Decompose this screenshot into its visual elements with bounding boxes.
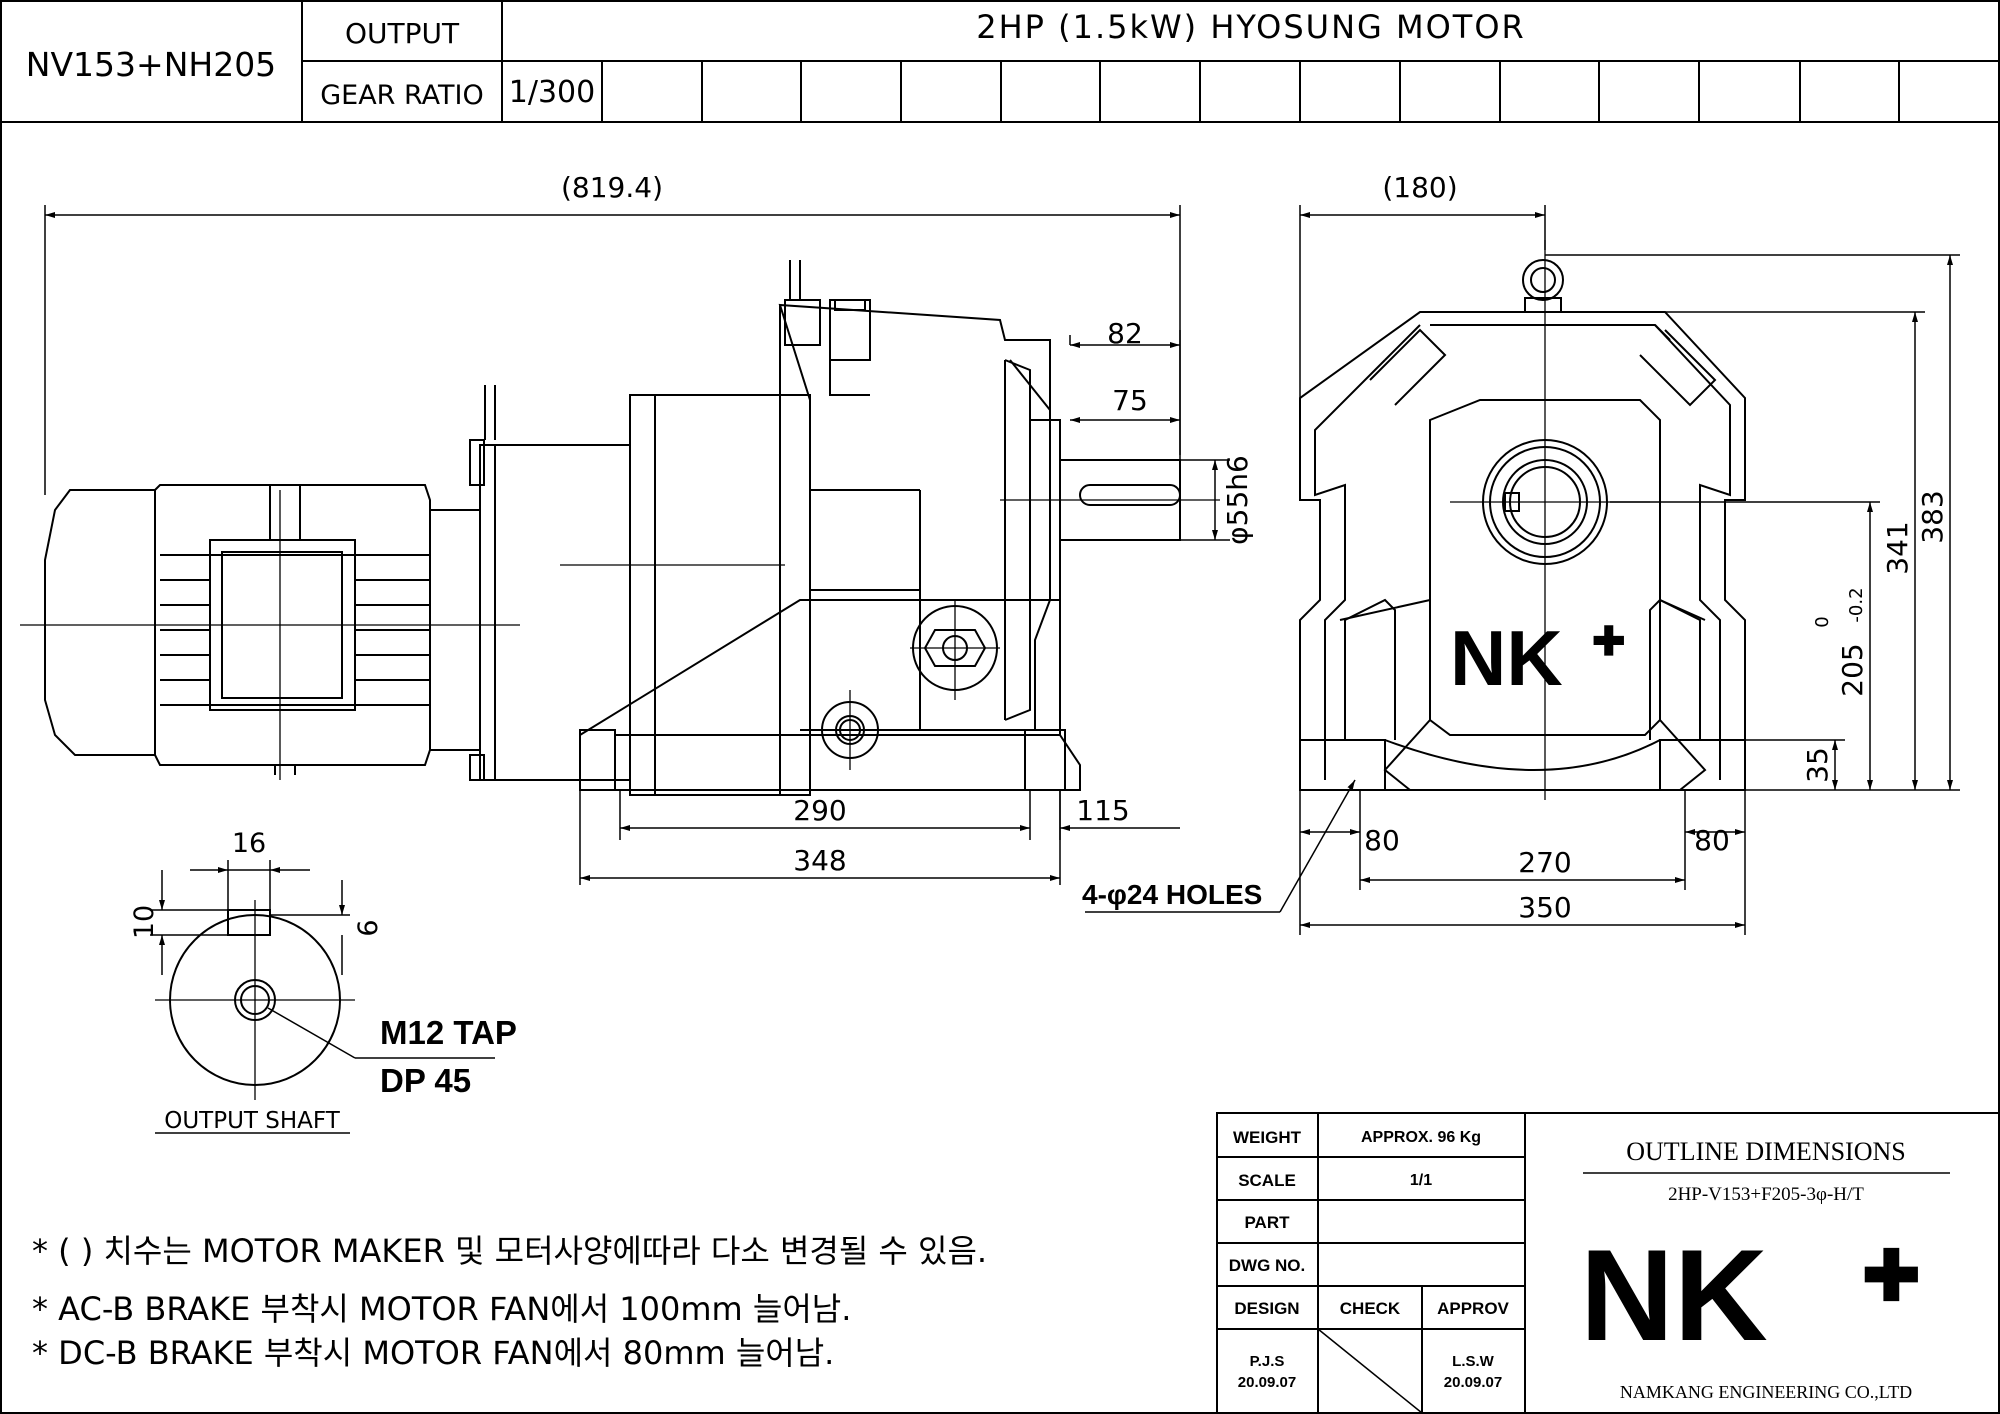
front-logo-plus: ✚ [1592, 620, 1626, 664]
front-logo: NK [1450, 614, 1563, 702]
title-block [1216, 1112, 2000, 1414]
dim-16: 16 [232, 828, 266, 859]
company-name: NAMKANG ENGINEERING CO.,LTD [1620, 1382, 1912, 1402]
weight-label: WEIGHT [1233, 1128, 1302, 1147]
motor-fan-cover [44, 489, 156, 756]
gear-ratio-label: GEAR RATIO [320, 80, 484, 111]
dim-180: (180) [1382, 171, 1457, 204]
reducer-housing [778, 303, 1051, 731]
side-view-dimensions [44, 205, 1230, 885]
output-value: 2HP (1.5kW) HYOSUNG MOTOR [976, 8, 1526, 46]
front-view [1299, 259, 1746, 791]
note-2: * AC-B BRAKE 부착시 MOTOR FAN에서 100mm 늘어남. [32, 1290, 851, 1328]
dim-35: 35 [1801, 747, 1834, 783]
output-shaft-centerlines [155, 900, 355, 1100]
design-name: P.J.S [1250, 1353, 1285, 1370]
dim-shaft-dia: φ55h6 [1221, 455, 1254, 545]
title-logo-plus: ✚ [1862, 1237, 1921, 1315]
output-shaft-caption: OUTPUT SHAFT [164, 1108, 341, 1134]
dim-290: 290 [793, 794, 846, 827]
dim-205-tol-lower: -0.2 [1846, 587, 1867, 622]
note-3: * DC-B BRAKE 부착시 MOTOR FAN에서 80mm 늘어남. [32, 1334, 834, 1372]
side-view-centerlines [20, 490, 1220, 780]
output-shaft-dimensions [150, 860, 495, 1134]
title-text: OUTLINE DIMENSIONS [1626, 1137, 1905, 1166]
dim-341: 341 [1881, 521, 1914, 574]
note-1: * ( ) 치수는 MOTOR MAKER 및 모터사양에따라 다소 변경될 수… [32, 1232, 987, 1270]
dim-350: 350 [1518, 891, 1571, 924]
output-label: OUTPUT [345, 17, 460, 50]
dim-115: 115 [1076, 794, 1129, 827]
design-label: DESIGN [1234, 1299, 1299, 1318]
front-view-dimensions [1085, 205, 1960, 935]
dim-overall-length: (819.4) [561, 171, 663, 204]
weight-value: APPROX. 96 Kg [1361, 1129, 1481, 1146]
part-label: PART [1244, 1213, 1290, 1232]
dim-82: 82 [1107, 317, 1143, 350]
dim-205-tol-upper: 0 [1812, 616, 1833, 627]
approv-label: APPROV [1437, 1299, 1509, 1318]
approv-name: L.S.W [1452, 1353, 1495, 1370]
scale-label: SCALE [1238, 1171, 1296, 1190]
tap-line2: DP 45 [380, 1062, 471, 1099]
design-date: 20.09.07 [1238, 1374, 1296, 1391]
model-text: NV153+NH205 [26, 45, 276, 84]
title-logo: NK [1580, 1222, 1768, 1368]
dim-10: 10 [129, 905, 160, 939]
tap-line1: M12 TAP [380, 1014, 517, 1051]
dim-75: 75 [1112, 384, 1148, 417]
dim-80-left: 80 [1364, 824, 1400, 857]
header-table [0, 0, 2000, 123]
side-view [44, 260, 1181, 796]
front-housing [1299, 311, 1746, 791]
scale-value: 1/1 [1410, 1172, 1432, 1189]
reducer-base [579, 599, 1081, 791]
gear-ratio-value: 1/300 [509, 75, 595, 110]
dim-270: 270 [1518, 846, 1571, 879]
dim-383: 383 [1916, 490, 1949, 543]
dim-205: 205 [1836, 643, 1869, 696]
subtitle-text: 2HP-V153+F205-3φ-H/T [1668, 1184, 1864, 1205]
approv-date: 20.09.07 [1444, 1374, 1502, 1391]
dim-6: 6 [353, 919, 384, 936]
dim-80-right: 80 [1694, 824, 1730, 857]
holes-label: 4-φ24 HOLES [1082, 879, 1262, 910]
check-label: CHECK [1340, 1299, 1401, 1318]
dwg-label: DWG NO. [1229, 1256, 1306, 1275]
dim-348: 348 [793, 844, 846, 877]
